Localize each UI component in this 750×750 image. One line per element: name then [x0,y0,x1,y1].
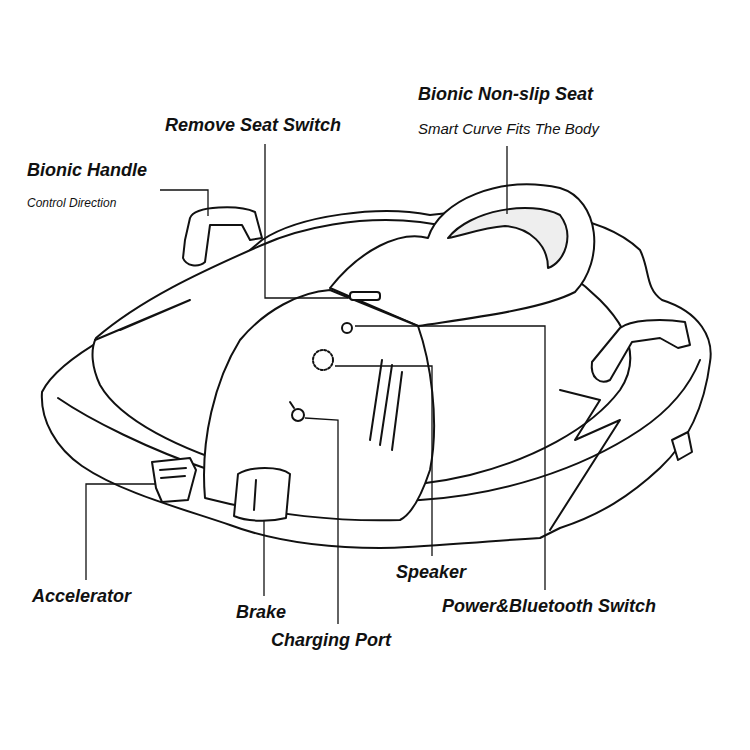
seat [330,185,594,326]
part-name: Bionic Handle [27,160,147,182]
part-description: Control Direction [27,196,116,210]
brake-pedal [234,468,290,521]
charging-port-cap [290,402,294,408]
part-name: Brake [236,602,286,624]
accelerator-pedal [152,458,196,502]
wheel-nub [672,432,692,460]
side-decoration-left [95,300,190,340]
right-handle [592,320,690,382]
leader-line [263,520,264,596]
leader-line [86,484,155,580]
part-name: Bionic Non-slip Seat [418,84,593,106]
part-name: Power&Bluetooth Switch [442,596,656,618]
brake-grip [254,480,256,510]
part-name: Charging Port [271,630,391,652]
seat-curve [448,208,567,268]
center-panel [204,290,434,520]
power-switch [342,323,352,333]
side-decoration [550,390,620,530]
leader-line [506,146,507,214]
accelerator-grip [160,468,186,478]
left-handle [183,207,262,265]
leader-line [335,366,432,556]
charging-port [292,409,304,421]
speaker-grille [313,350,333,370]
leader-line [160,190,208,216]
part-name: Remove Seat Switch [165,115,341,137]
part-name: Speaker [396,562,466,584]
part-name: Accelerator [32,586,131,608]
leader-line [265,144,348,298]
leader-line [305,418,338,624]
part-description: Smart Curve Fits The Body [418,120,599,138]
panel-stripes [370,360,402,450]
seat-switch [350,292,380,300]
